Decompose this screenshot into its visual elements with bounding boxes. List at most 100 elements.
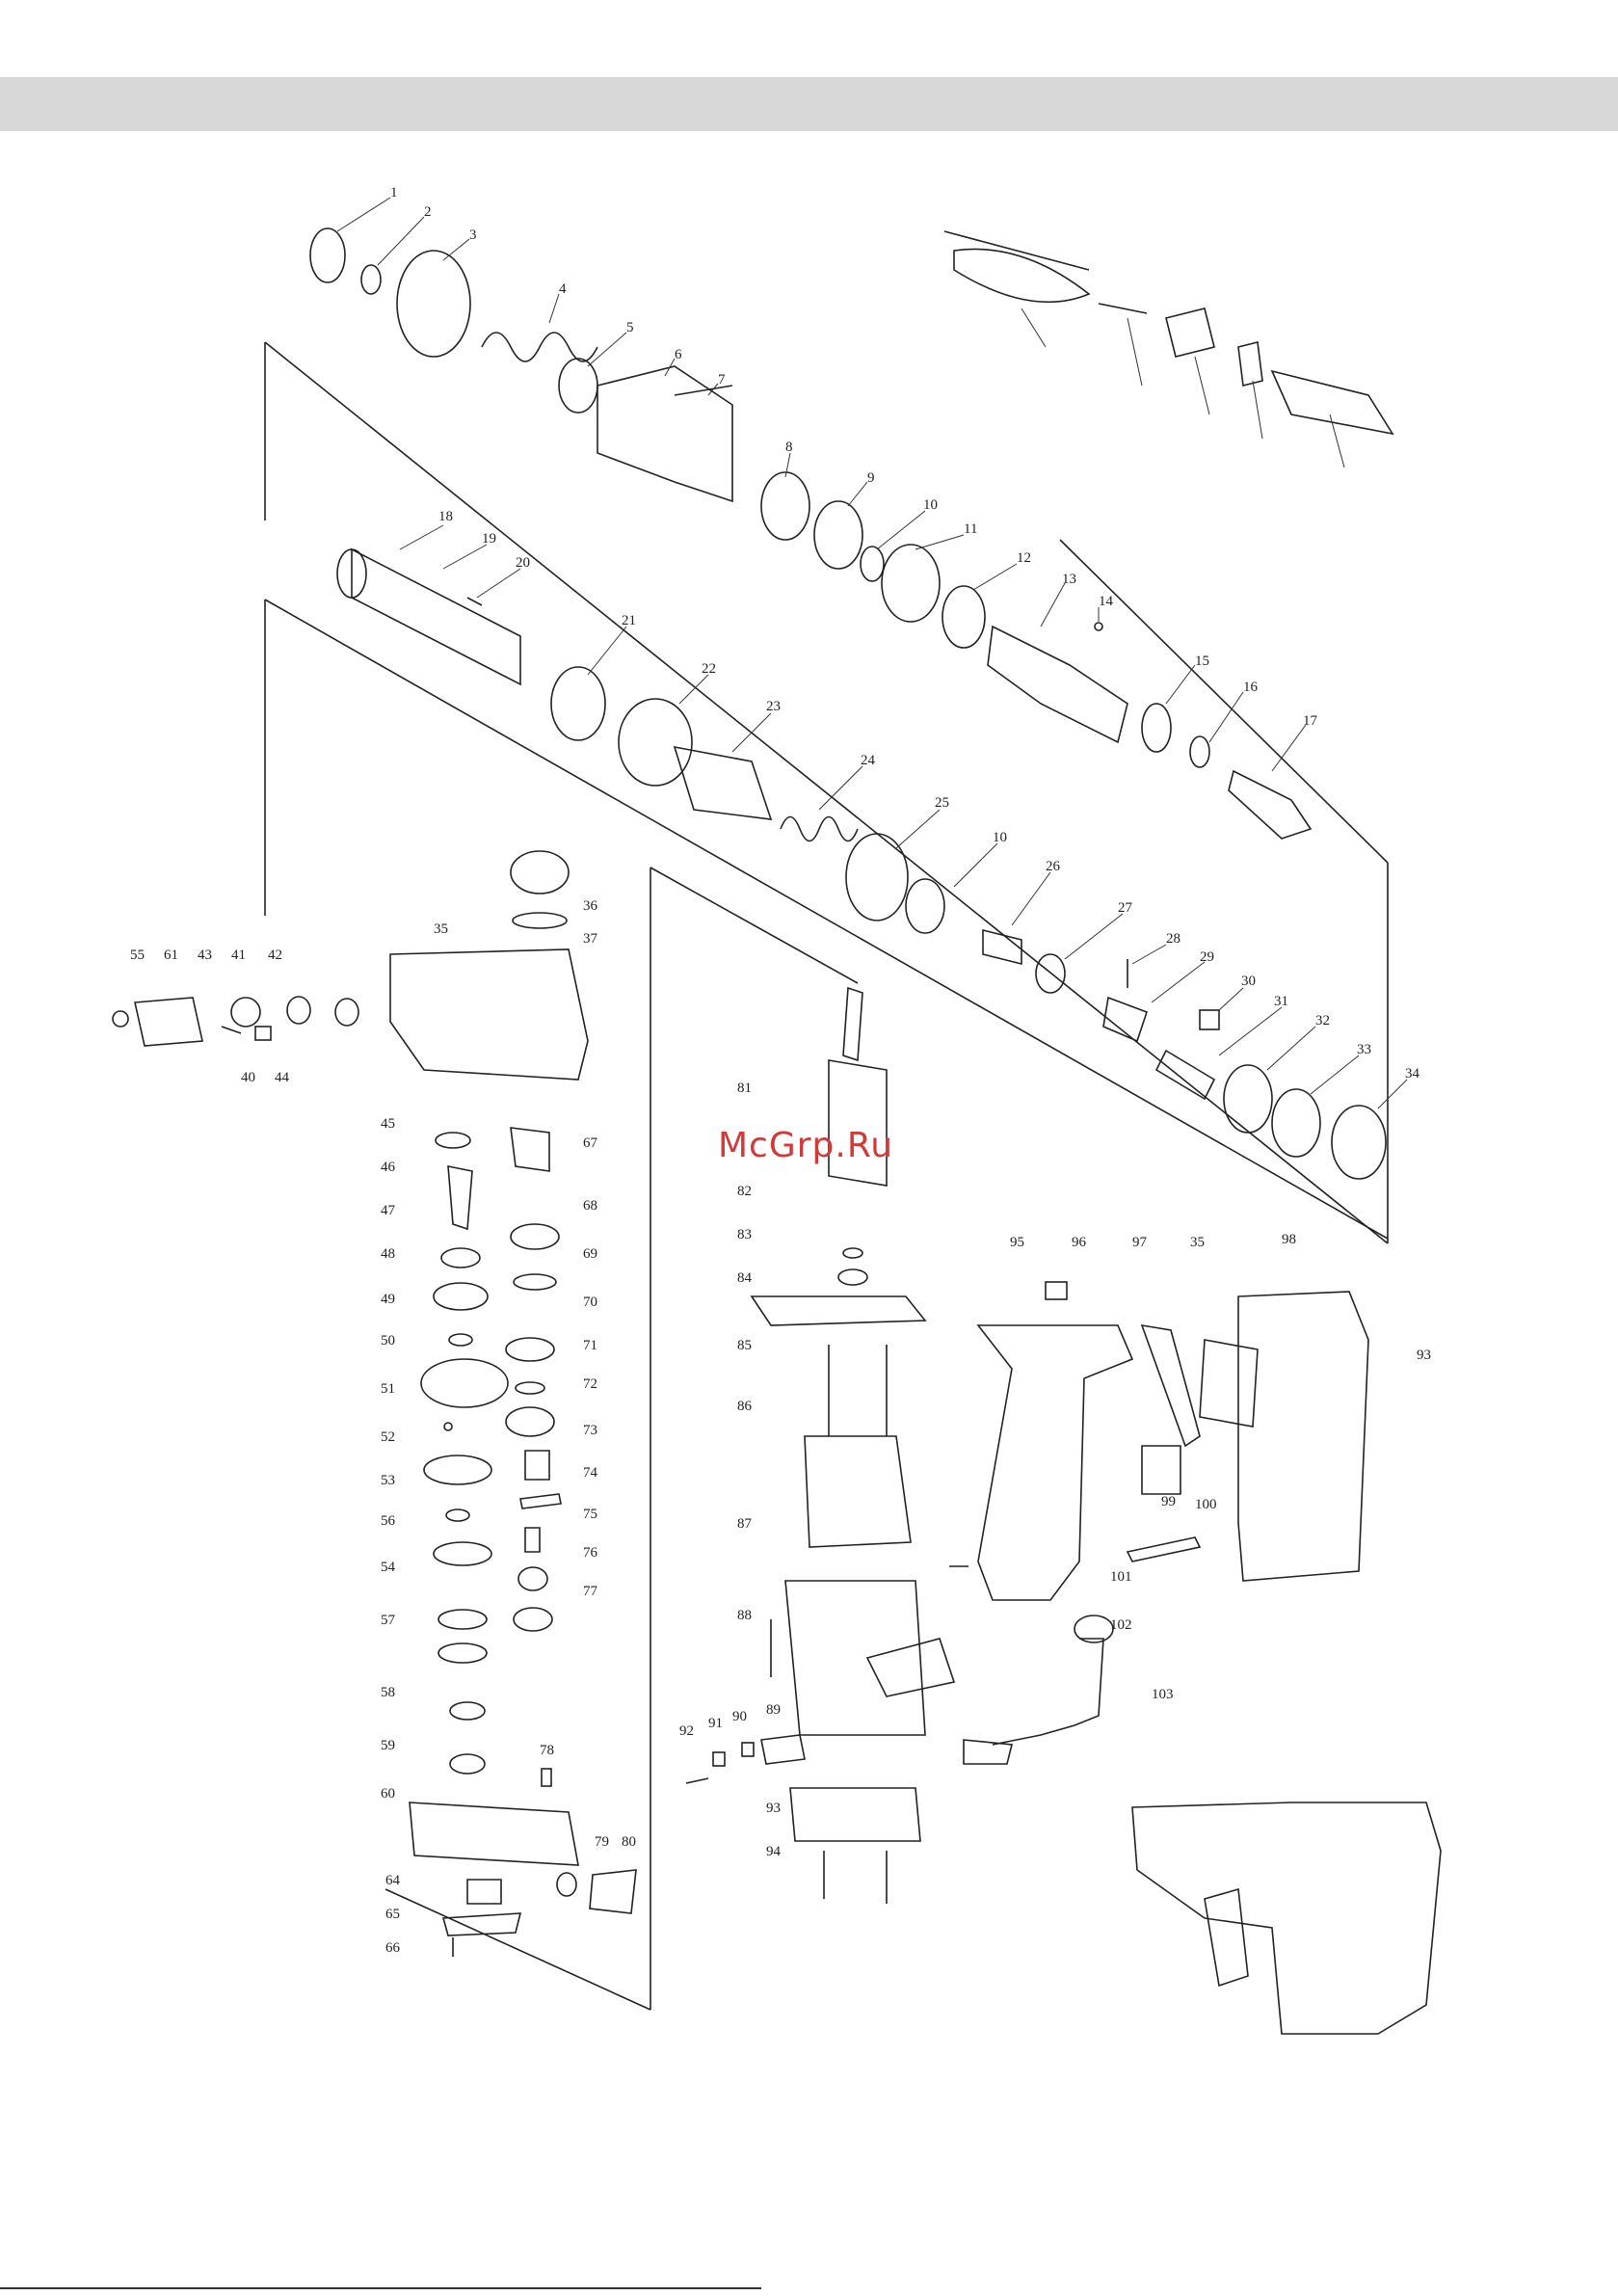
part-label: 11 [964,521,977,537]
part-label: 57 [381,1613,396,1628]
assembly-guide-line [264,599,1389,1240]
part-65-shape [524,1450,550,1481]
part-label: 80 [622,1834,636,1850]
part-73-shape [466,1879,502,1905]
part-21-shape [550,666,606,741]
part-4-shape [481,332,598,362]
part-label: 92 [679,1723,694,1739]
part-label: 23 [766,699,781,714]
part-label: 101 [1110,1569,1132,1585]
assembly-guide-line [385,1888,651,2011]
part-label: 66 [385,1940,401,1956]
part-label: 20 [516,555,530,571]
part-64-shape [505,1406,555,1437]
part-label: 96 [1072,1235,1087,1250]
part-76a-shape [842,986,863,1062]
part-label: 76 [583,1545,598,1561]
part-label: 26 [1046,859,1061,874]
part-95-shape [1126,1536,1202,1562]
part-34-shape [1331,1105,1387,1180]
part-label: 25 [935,795,949,811]
part-47-shape [440,1247,481,1268]
assembly-guide-line [650,867,859,984]
part-label: 77 [583,1584,598,1599]
part-8-shape [760,471,810,541]
part-label: 56 [381,1513,396,1529]
part-41-shape [286,996,311,1025]
footer-rule [0,2287,761,2289]
part-52-shape [423,1455,492,1485]
part-label: 73 [583,1423,597,1438]
part-15-shape [1141,703,1172,753]
part-55b-shape [438,1642,488,1664]
part-87-shape [685,1777,709,1784]
part-44-shape [254,1026,272,1041]
part-label: 32 [1315,1013,1330,1028]
part-86-shape [712,1751,726,1767]
part-16-shape [1189,735,1210,768]
part-label: 84 [737,1270,753,1286]
part-label: 99 [1161,1494,1176,1509]
assembly-guide-line [264,341,1389,1244]
part-label: 100 [1195,1497,1217,1512]
assembled-tool-handle-shape [1204,1887,1249,1988]
part-72-shape [589,1869,637,1914]
part-label: 70 [583,1295,597,1310]
part-label: 4 [559,281,567,297]
part-label: 86 [737,1399,753,1414]
part-9-shape [813,500,863,570]
part-81-shape [804,1435,912,1548]
assembly-guide-line [1059,539,1389,864]
part-label: 6 [675,347,682,362]
part-label: 88 [737,1608,752,1623]
part-6-shape [597,365,733,503]
part-label: 22 [702,661,716,677]
part-label: 55 [130,948,145,963]
part-label: 34 [1405,1066,1420,1081]
part-label: 75 [583,1507,597,1522]
part-label: 41 [231,948,246,963]
part-19-shape [351,547,521,686]
part-label: 47 [381,1203,396,1218]
part-label: 35 [434,921,448,937]
part-label: 28 [1166,931,1180,947]
part-label: 15 [1195,654,1209,669]
part-66-shape [519,1493,562,1509]
part-label: 49 [381,1292,395,1307]
part-label: 59 [381,1738,395,1753]
part-100-shape [1098,303,1148,314]
part-label: 43 [198,948,212,963]
part-53-shape [112,1010,129,1028]
part-74-shape [441,1912,522,1936]
part-label: 42 [268,948,282,963]
part-label: 21 [622,613,636,628]
part-label: 82 [737,1184,752,1199]
part-1-shape [309,227,346,283]
part-label: 78 [540,1743,554,1758]
part-27-shape [1035,953,1066,994]
part-label: 35 [1190,1235,1205,1250]
part-25-shape [845,833,909,921]
part-85-shape [741,1742,755,1757]
part-label: 9 [867,470,875,486]
part-label: 60 [381,1786,395,1802]
part-label: 50 [381,1333,395,1348]
part-60-shape [510,1223,560,1250]
part-label: 45 [381,1116,395,1132]
part-label: 1 [390,185,398,200]
part-label: 53 [381,1473,395,1488]
part-7-shape [674,385,733,396]
part-70-shape [541,1768,552,1787]
part-20-shape [466,597,483,606]
part-58-shape [409,1802,579,1866]
part-label: 18 [438,509,453,524]
part-label: 61 [164,948,178,963]
part-label: 13 [1062,572,1076,587]
part-label: 14 [1099,594,1114,609]
part-label: 36 [583,898,598,914]
part-82-shape [784,1580,926,1736]
part-label: 95 [1010,1235,1024,1250]
part-35-shape [389,948,589,1081]
part-label: 93 [1417,1348,1431,1363]
